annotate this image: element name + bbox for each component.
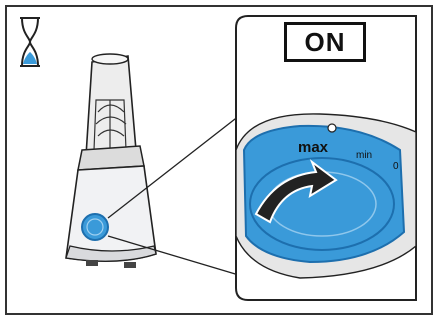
dial-label-min: min (356, 150, 372, 161)
dial-label-max: max (298, 139, 329, 156)
on-badge: ON (284, 22, 366, 62)
zoom-panel (235, 15, 417, 301)
blender (65, 53, 157, 268)
callout-lines (107, 111, 245, 277)
hourglass-icon (20, 17, 40, 67)
curved-arrow-icon (254, 159, 338, 224)
dial-label-zero: 0 (393, 161, 399, 172)
blender-jar (85, 55, 137, 157)
blender-dial-small (81, 213, 109, 241)
